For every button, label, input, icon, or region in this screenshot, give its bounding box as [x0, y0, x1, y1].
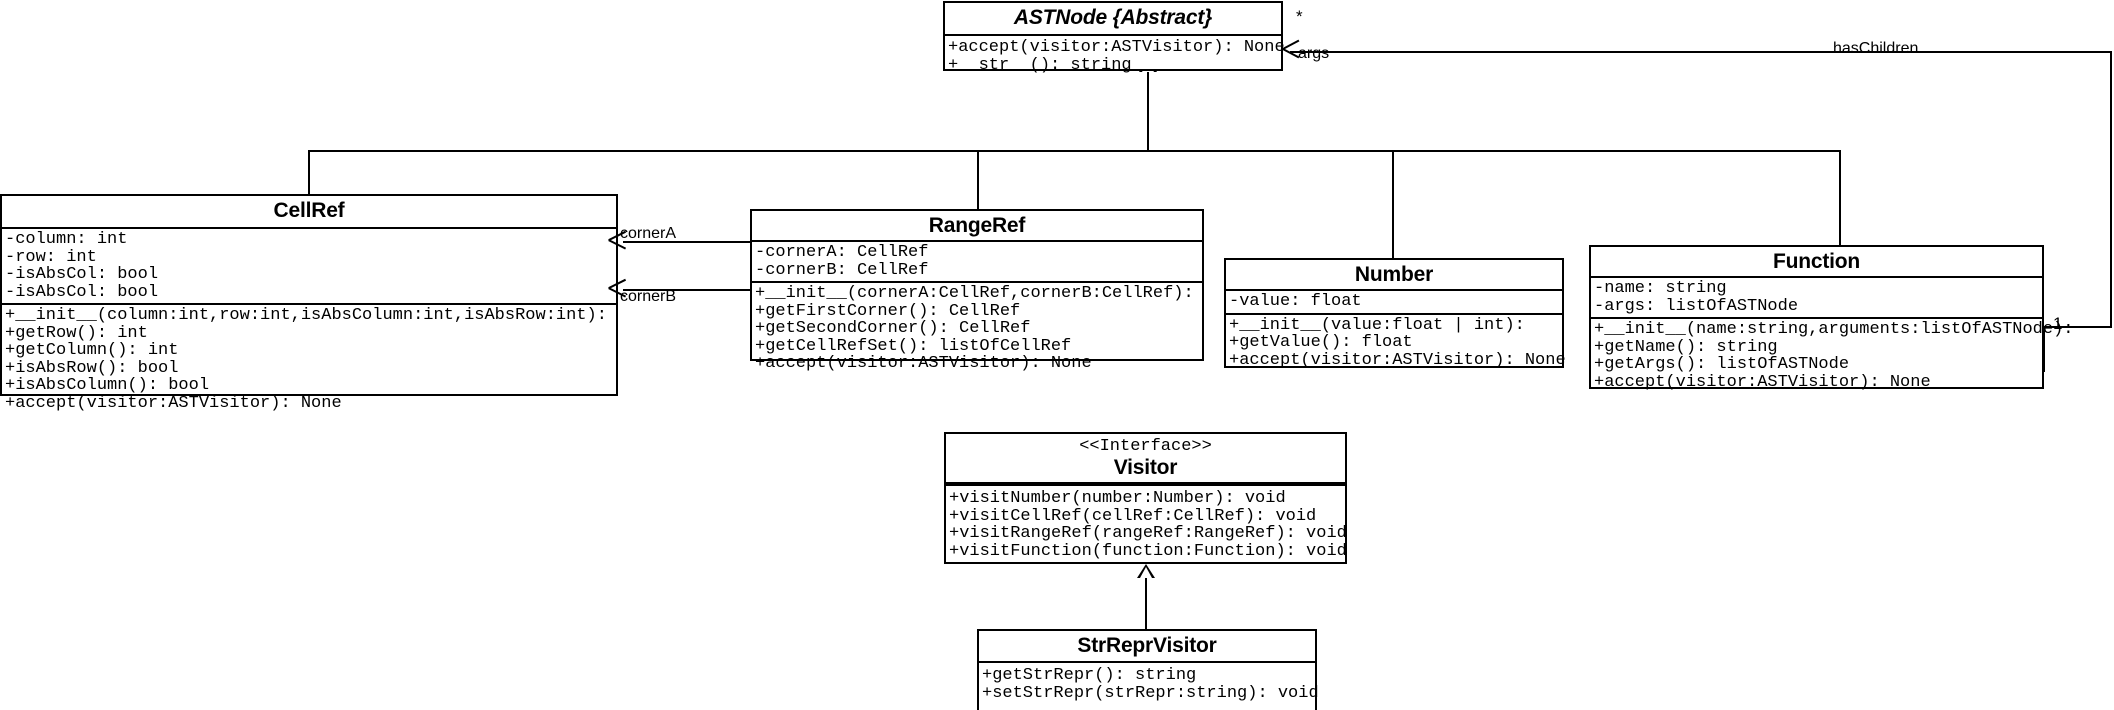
haschildren-label: hasChildren — [1833, 40, 1919, 57]
method-row: +getSecondCorner(): CellRef — [755, 319, 1031, 338]
haschildren-arrowhead — [1282, 39, 1300, 59]
method-row: +__str__(): string — [948, 55, 1132, 75]
method-row: +getName(): string — [1594, 337, 1778, 357]
method-row: +getCellRefSet(): listOfCellRef — [755, 336, 1072, 356]
class-attributes-rangeref: -cornerA: CellRef -cornerB: CellRef — [752, 242, 1202, 281]
method-row: +getFirstCorner(): CellRef — [755, 301, 1021, 321]
generalization-drop-cellref — [308, 150, 310, 195]
class-box-rangeref[interactable]: RangeRef -cornerA: CellRef -cornerB: Cel… — [750, 209, 1204, 372]
attribute-row: -value: float — [1229, 292, 1362, 311]
class-header-cellref: CellRef — [2, 196, 616, 229]
method-row: +getArgs(): listOfASTNode — [1594, 355, 1850, 374]
generalization-stem-astnode — [1147, 72, 1149, 151]
class-stereotype-visitor: <<Interface>> — [1079, 437, 1212, 456]
class-methods-rangeref: +__init__(cornerA:CellRef,cornerB:CellRe… — [752, 281, 1202, 375]
haschildren-top-segment — [1290, 51, 2112, 53]
inheritance-triangle-visitor — [1137, 564, 1155, 578]
class-methods-function: +__init__(name:string,arguments:listOfAS… — [1591, 317, 2074, 393]
cornera-arrowhead — [608, 230, 627, 250]
haschildren-function-drop — [2043, 326, 2045, 372]
class-methods-cellref: +__init__(column:int,row:int,isAbsColumn… — [2, 303, 616, 414]
method-row: +accept(visitor:ASTVisitor): None — [5, 393, 342, 413]
method-row: +accept(visitor:ASTVisitor): None — [755, 354, 1092, 373]
class-box-number[interactable]: Number -value: float +__init__(value:flo… — [1224, 258, 1566, 369]
method-row: +__init__(name:string,arguments:listOfAS… — [1594, 320, 2074, 339]
method-row: +__init__(cornerA:CellRef,cornerB:CellRe… — [755, 284, 1194, 303]
class-methods-astnode: +accept(visitor:ASTVisitor): None +__str… — [945, 36, 1285, 76]
class-methods-visitor: +visitNumber(number:Number): void +visit… — [946, 484, 1347, 562]
attribute-row: -row: int — [5, 247, 97, 267]
method-row: +visitRangeRef(rangeRef:RangeRef): void — [949, 524, 1347, 543]
class-header-visitor: <<Interface>> Visitor — [946, 434, 1345, 484]
class-methods-number: +__init__(value:float | int): +getValue(… — [1226, 312, 1566, 372]
class-name-astnode: ASTNode {Abstract} — [1013, 6, 1213, 29]
haschildren-bottom-segment — [2043, 326, 2112, 328]
class-name-number: Number — [1354, 263, 1434, 286]
method-row: +visitNumber(number:Number): void — [949, 489, 1286, 508]
attribute-row: -name: string — [1594, 279, 1727, 298]
method-row: +__init__(value:float | int): — [1229, 315, 1525, 335]
class-box-function[interactable]: Function -name: string -args: listOfASTN… — [1589, 245, 2073, 391]
method-row: +getRow(): int — [5, 323, 148, 343]
method-row: +getValue(): float — [1229, 333, 1413, 352]
cornerb-association-line — [623, 289, 750, 291]
generalization-stem-visitor — [1145, 578, 1147, 630]
class-name-cellref: CellRef — [273, 199, 345, 222]
class-box-cellref[interactable]: CellRef -column: int -row: int -isAbsCol… — [0, 194, 618, 412]
class-attributes-cellref: -column: int -row: int -isAbsCol: bool -… — [2, 229, 616, 303]
method-row: +accept(visitor:ASTVisitor): None — [948, 38, 1285, 57]
cornera-role-label: cornerA — [620, 225, 677, 242]
args-role-label: args — [1298, 45, 1330, 62]
generalization-drop-rangeref — [977, 150, 979, 210]
generalization-drop-number — [1392, 150, 1394, 258]
attribute-row: -cornerA: CellRef — [755, 243, 929, 262]
cornerb-arrowhead — [608, 278, 627, 298]
haschildren-multiplicity-star: * — [1296, 7, 1303, 26]
attribute-row: -cornerB: CellRef — [755, 260, 929, 280]
method-row: +getColumn(): int — [5, 341, 179, 360]
generalization-bus — [308, 150, 1841, 152]
class-header-strreprvisitor: StrReprVisitor — [979, 631, 1315, 663]
class-attributes-function: -name: string -args: listOfASTNode — [1591, 278, 2042, 317]
class-box-visitor[interactable]: <<Interface>> Visitor +visitNumber(numbe… — [944, 432, 1347, 564]
attribute-row: -isAbsCol: bool — [5, 282, 159, 302]
method-row: +setStrRepr(strRepr:string): void — [982, 683, 1319, 703]
class-header-function: Function — [1591, 247, 2042, 278]
class-name-visitor: Visitor — [1113, 456, 1178, 479]
method-row: +__init__(column:int,row:int,isAbsColumn… — [5, 306, 607, 325]
method-row: +visitCellRef(cellRef:CellRef): void — [949, 506, 1317, 526]
attribute-row: -column: int — [5, 230, 128, 249]
class-header-number: Number — [1226, 260, 1562, 291]
class-attributes-number: -value: float — [1226, 291, 1562, 313]
generalization-drop-function — [1839, 150, 1841, 245]
method-row: +accept(visitor:ASTVisitor): None — [1229, 350, 1566, 370]
attribute-row: -isAbsCol: bool — [5, 265, 159, 284]
class-header-rangeref: RangeRef — [752, 211, 1202, 242]
class-name-function: Function — [1772, 250, 1861, 273]
class-header-astnode: ASTNode {Abstract} — [945, 3, 1281, 36]
attribute-row: -args: listOfASTNode — [1594, 296, 1799, 316]
haschildren-multiplicity-one: 1 — [2053, 314, 2063, 333]
haschildren-right-segment — [2110, 51, 2112, 328]
class-box-strreprvisitor[interactable]: StrReprVisitor +getStrRepr(): string +se… — [977, 629, 1319, 710]
cornerb-role-label: cornerB — [620, 288, 677, 305]
class-name-rangeref: RangeRef — [928, 214, 1026, 237]
method-row: +isAbsColumn(): bool — [5, 376, 210, 395]
method-row: +accept(visitor:ASTVisitor): None — [1594, 372, 1931, 392]
method-row: +isAbsRow(): bool — [5, 358, 179, 378]
class-methods-strreprvisitor: +getStrRepr(): string +setStrRepr(strRep… — [979, 663, 1319, 704]
method-row: +getStrRepr(): string — [982, 666, 1197, 685]
class-name-strreprvisitor: StrReprVisitor — [1077, 634, 1217, 657]
class-box-astnode[interactable]: ASTNode {Abstract} +accept(visitor:ASTVi… — [943, 1, 1285, 74]
cornera-association-line — [623, 241, 750, 243]
method-row: +visitFunction(function:Function): void — [949, 541, 1347, 561]
